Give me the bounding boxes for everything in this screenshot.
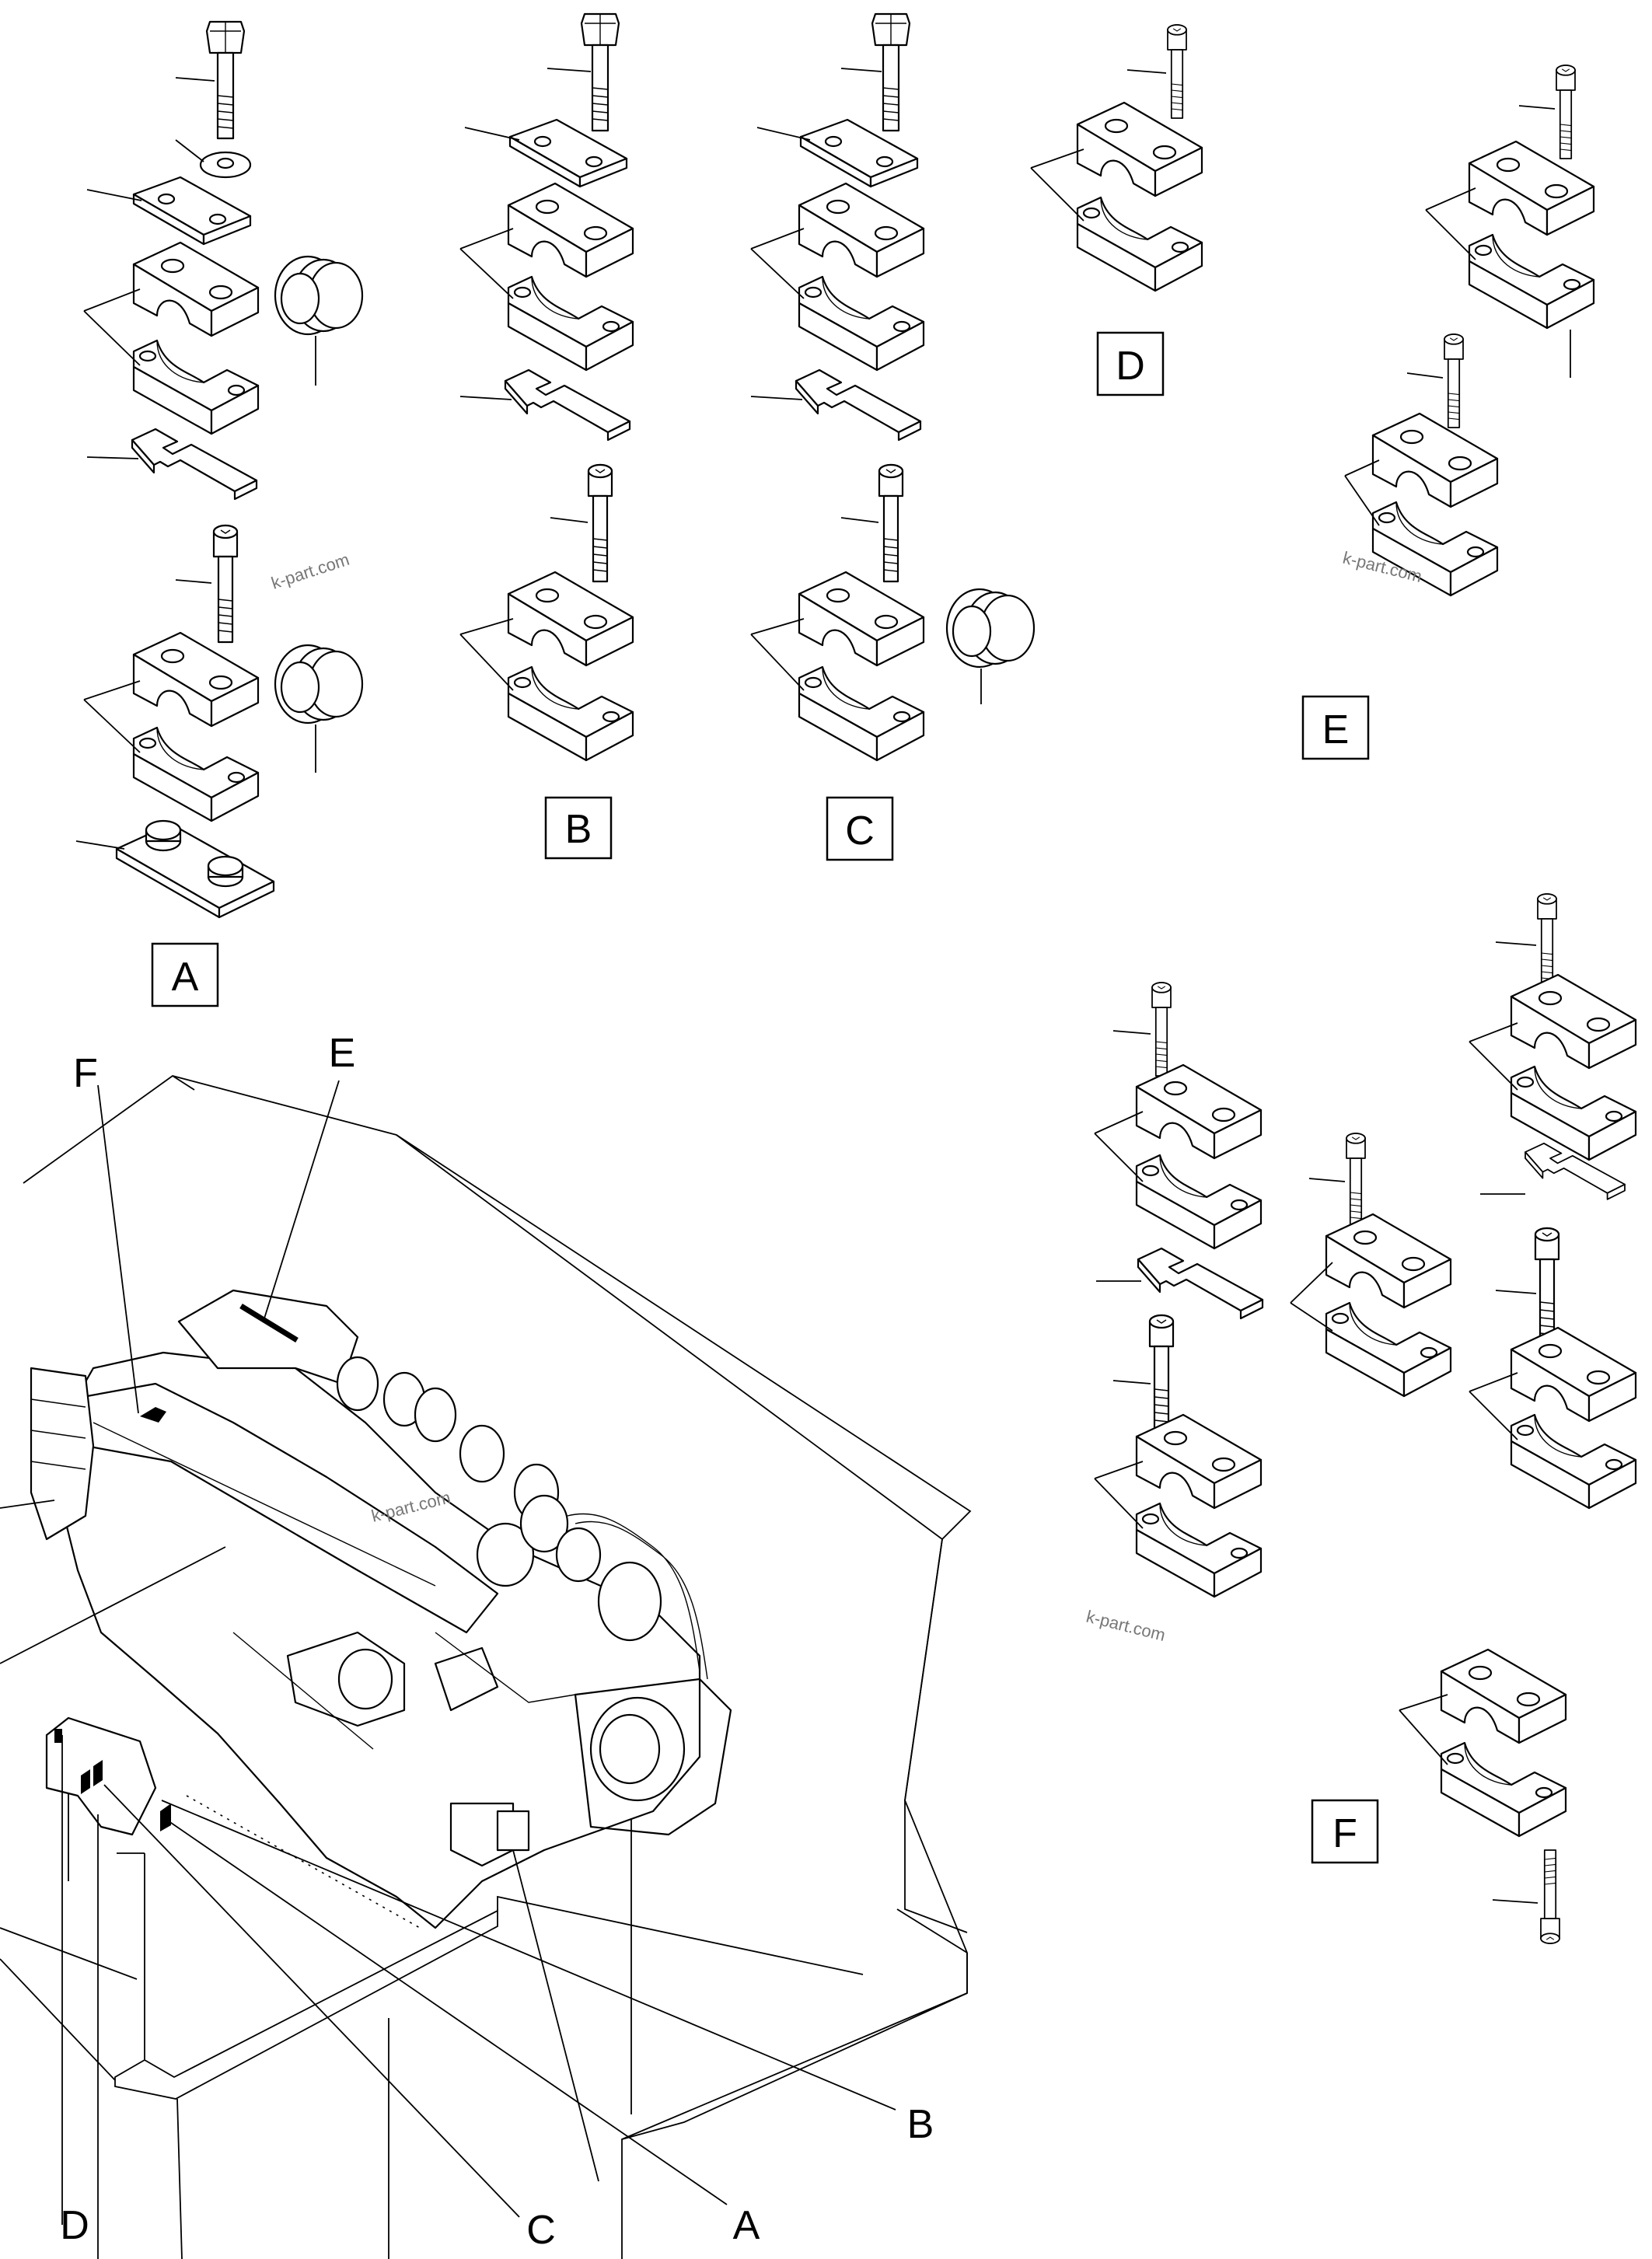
engine-label-e: E xyxy=(329,1031,356,1076)
camshaft xyxy=(336,1356,662,1642)
callout-e: E xyxy=(1322,707,1350,752)
engine-assembly xyxy=(0,1075,972,2259)
callout-f: F xyxy=(1332,1811,1357,1856)
watermark-4: k-part.com xyxy=(1084,1607,1168,1645)
callout-box-a xyxy=(151,942,219,1007)
callout-b: B xyxy=(565,807,592,852)
group-e: E xyxy=(1301,65,1595,760)
engine-label-d: D xyxy=(60,2203,89,2248)
engine-label-a: A xyxy=(733,2203,760,2248)
callout-box-d xyxy=(1096,331,1165,396)
group-f-assemblies: F xyxy=(1094,893,1637,1944)
callout-a: A xyxy=(172,955,199,1000)
group-d: D xyxy=(1030,24,1203,396)
group-b: B xyxy=(459,12,634,860)
callout-c: C xyxy=(845,808,875,854)
watermark-1: k-part.com xyxy=(269,550,352,593)
callout-d: D xyxy=(1116,344,1145,389)
callout-box-c xyxy=(826,796,894,861)
callout-box-e xyxy=(1301,695,1370,760)
group-a: A xyxy=(75,20,364,1007)
group-c: C xyxy=(750,12,1036,861)
callout-box-b xyxy=(544,796,613,860)
engine-label-c: C xyxy=(526,2208,556,2253)
engine-label-b: B xyxy=(907,2102,934,2147)
engine-label-f: F xyxy=(73,1051,98,1096)
callout-box-f xyxy=(1311,1799,1379,1864)
